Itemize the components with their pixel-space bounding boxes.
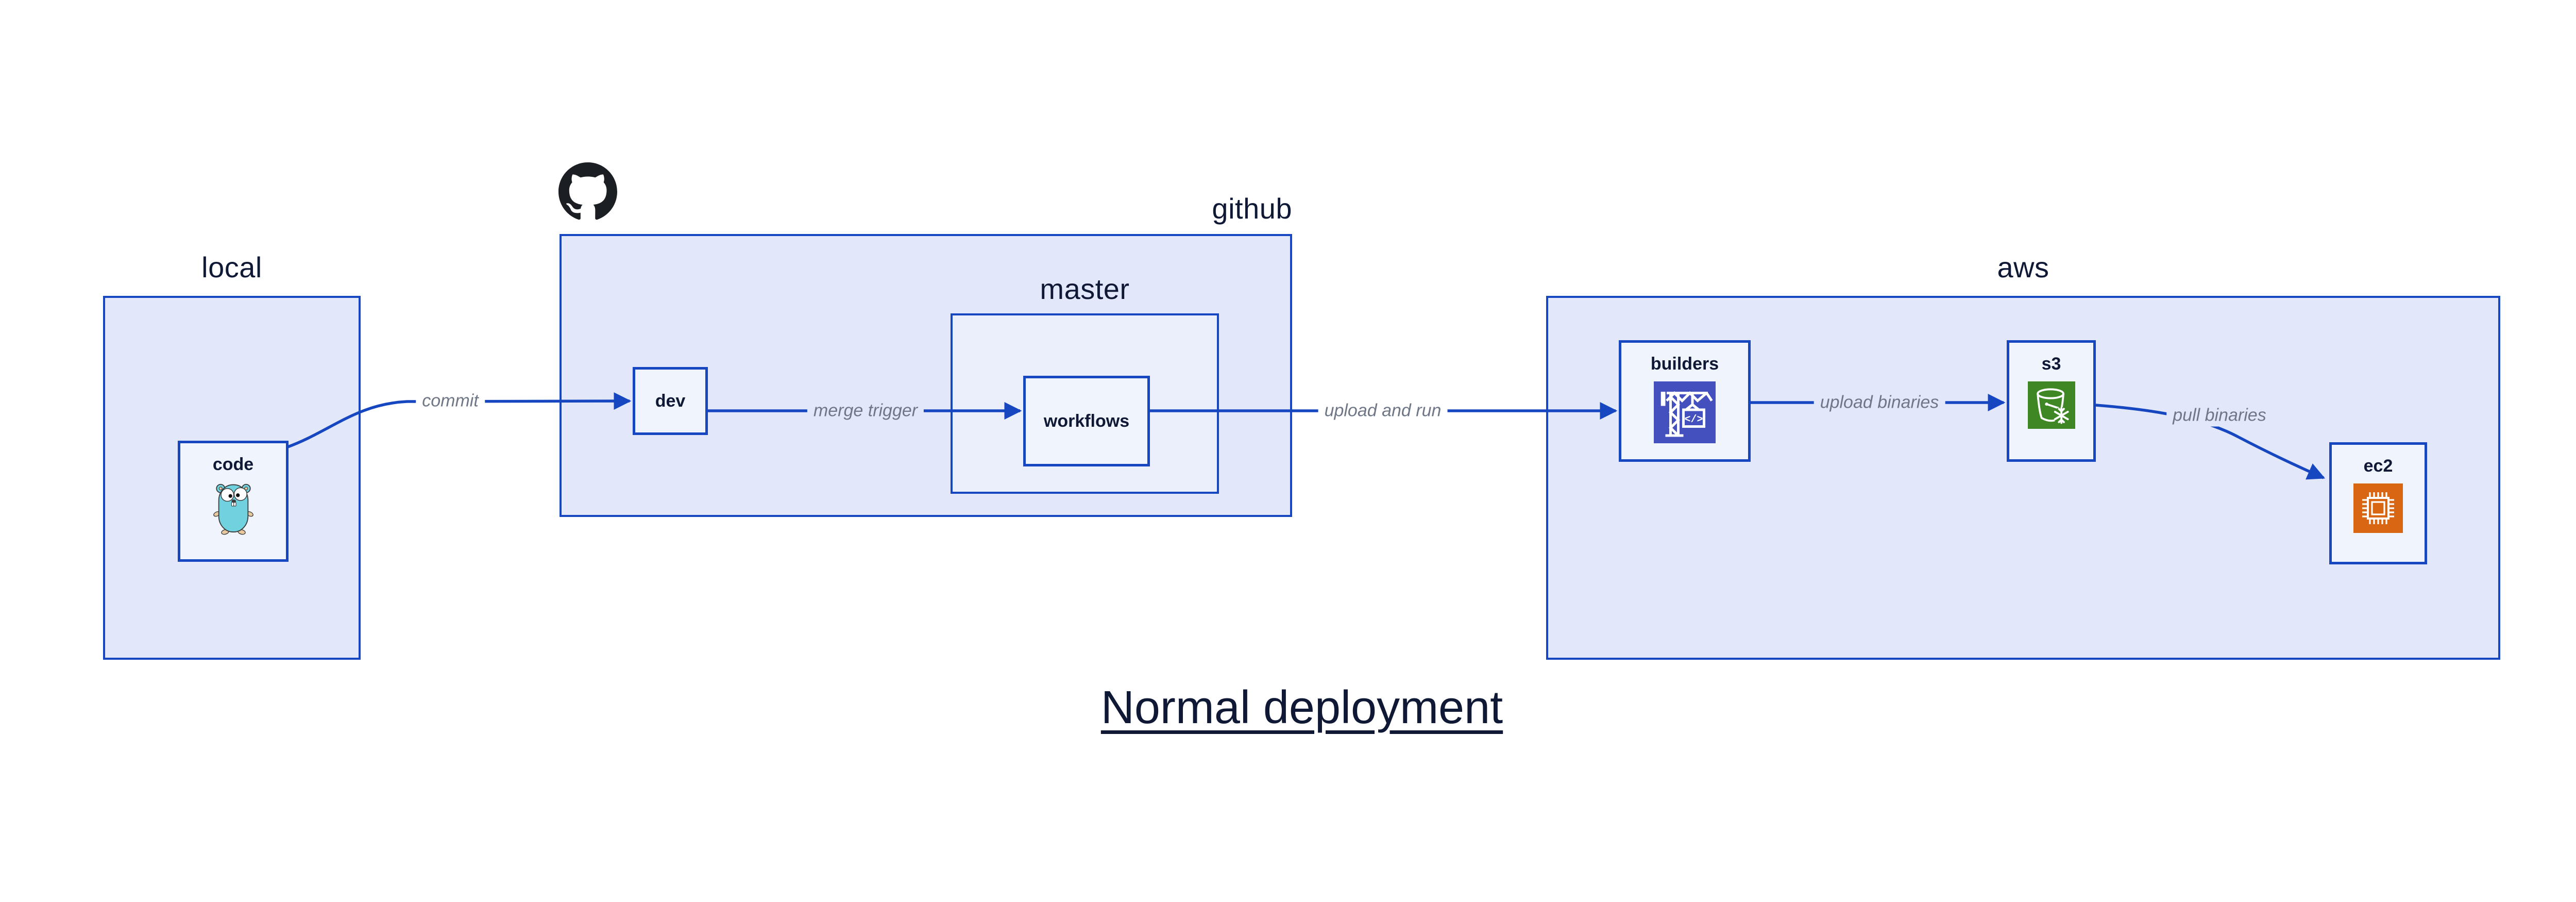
node-workflows-label: workflows bbox=[1043, 411, 1130, 431]
node-code-label: code bbox=[212, 455, 254, 474]
diagram-title: Normal deployment bbox=[1100, 682, 1503, 733]
node-s3-label: s3 bbox=[2041, 354, 2061, 374]
edge-label-pull-binaries: pull binaries bbox=[2166, 404, 2273, 427]
node-code: code bbox=[178, 441, 289, 562]
edge-label-commit: commit bbox=[416, 390, 485, 412]
edge-label-upload-binaries: upload binaries bbox=[1814, 391, 1945, 414]
edge-label-upload-and-run: upload and run bbox=[1318, 399, 1448, 422]
group-label-github: github bbox=[1212, 192, 1292, 225]
node-ec2: ec2 bbox=[2329, 442, 2427, 564]
edge-label-merge-trigger: merge trigger bbox=[807, 399, 924, 422]
ec2-chip-icon bbox=[2353, 483, 2403, 533]
go-gopher-icon bbox=[213, 482, 254, 536]
codebuild-crane-icon: </> bbox=[1654, 381, 1716, 443]
node-ec2-label: ec2 bbox=[2363, 456, 2393, 476]
node-builders-label: builders bbox=[1650, 354, 1719, 374]
codebuild-code-glyph: </> bbox=[1684, 414, 1703, 426]
node-dev: dev bbox=[633, 367, 708, 435]
group-label-aws: aws bbox=[1997, 251, 2049, 283]
s3-glacier-bucket-icon bbox=[2027, 381, 2075, 429]
node-builders: builders </> bbox=[1619, 340, 1751, 462]
node-s3: s3 bbox=[2007, 340, 2096, 462]
node-dev-label: dev bbox=[655, 391, 686, 411]
github-octocat-icon bbox=[558, 162, 617, 221]
node-workflows: workflows bbox=[1023, 376, 1150, 466]
group-label-local: local bbox=[201, 251, 262, 283]
group-label-master: master bbox=[1040, 273, 1130, 305]
